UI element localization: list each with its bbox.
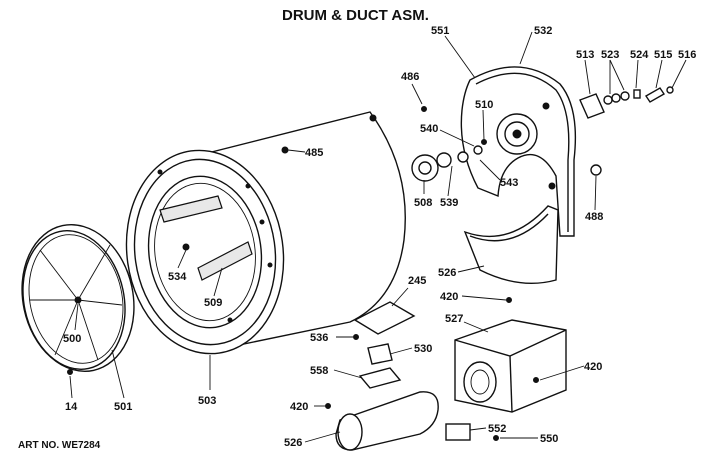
part-label: 523 (601, 49, 619, 61)
leader-lines (69, 31, 687, 443)
blower-housing (454, 297, 567, 413)
part-label: 540 (420, 123, 438, 135)
part-label: 524 (630, 49, 649, 61)
part-label: 526 (284, 437, 302, 449)
part-label: 420 (290, 401, 308, 413)
part-label: 526 (438, 267, 456, 279)
rear-bulkhead (460, 66, 577, 237)
part-label: 500 (63, 333, 81, 345)
part-label: 488 (585, 211, 603, 223)
drum (125, 111, 406, 355)
part-label: 485 (305, 147, 323, 159)
bearing-hardware (579, 86, 674, 176)
part-labels: 551 532 486 513 523 524 515 516 510 540 … (63, 25, 696, 449)
part-label: 515 (654, 49, 672, 61)
part-label: 536 (310, 332, 328, 344)
part-label: 420 (440, 291, 458, 303)
part-label: 550 (540, 433, 558, 445)
part-label: 245 (408, 275, 426, 287)
door-glass-assembly (21, 224, 135, 375)
part-label: 513 (576, 49, 594, 61)
part-label: 503 (198, 395, 216, 407)
diagram-title: DRUM & DUCT ASM. (282, 7, 429, 24)
part-label: 532 (534, 25, 552, 37)
part-label: 516 (678, 49, 696, 61)
part-label: 508 (414, 197, 432, 209)
heater (325, 391, 439, 451)
part-label: 527 (445, 313, 463, 325)
part-label: 486 (401, 71, 419, 83)
part-label: 552 (488, 423, 506, 435)
part-label: 14 (65, 401, 78, 413)
part-label: 420 (584, 361, 602, 373)
heater-bracket (353, 301, 416, 389)
part-label: 510 (475, 99, 493, 111)
duct-transition (463, 205, 559, 285)
part-label: 551 (431, 25, 449, 37)
part-label: 509 (204, 297, 222, 309)
part-label: 558 (310, 365, 328, 377)
part-label: 530 (414, 343, 432, 355)
part-label: 534 (168, 271, 187, 283)
part-label: 543 (500, 177, 518, 189)
thermostat (445, 423, 499, 441)
part-label: 501 (114, 401, 132, 413)
pulley-parts (411, 106, 487, 182)
art-number: ART NO. WE7284 (18, 440, 101, 451)
part-label: 539 (440, 197, 458, 209)
